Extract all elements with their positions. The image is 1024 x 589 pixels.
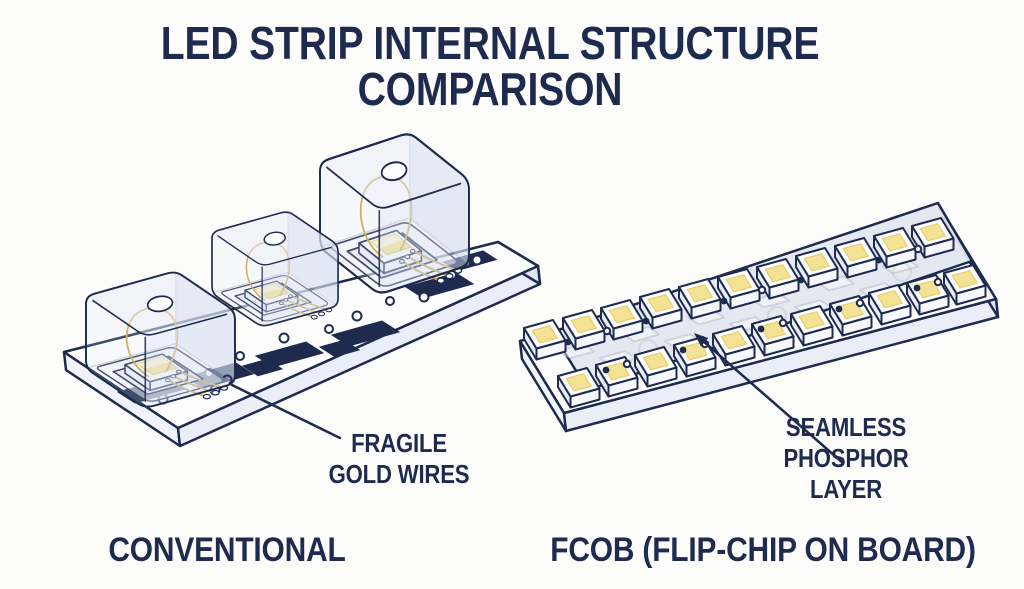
page-title: LED STRIP INTERNAL STRUCTURE COMPARISON — [161, 20, 820, 112]
fragile-wires-leader-line — [223, 374, 342, 440]
phosphor-arrow — [694, 333, 845, 465]
page-title-line1: LED STRIP INTERNAL STRUCTURE — [160, 17, 820, 69]
fragile-gold-wires-label: FRAGILE GOLD WIRES — [328, 428, 470, 490]
led-dome-3 — [318, 131, 471, 296]
conventional-caption: CONVENTIONAL — [108, 531, 346, 569]
fcob-board-dots — [564, 244, 943, 374]
fcob-strip-illustration — [518, 201, 1000, 465]
conventional-strip-illustration — [62, 131, 542, 448]
seamless-phosphor-layer-label: SEAMLESS PHOSPHOR LAYER — [783, 412, 909, 505]
fcob-caption: FCOB (FLIP-CHIP ON BOARD) — [550, 531, 976, 569]
page-title-line2: COMPARISON — [357, 63, 623, 115]
